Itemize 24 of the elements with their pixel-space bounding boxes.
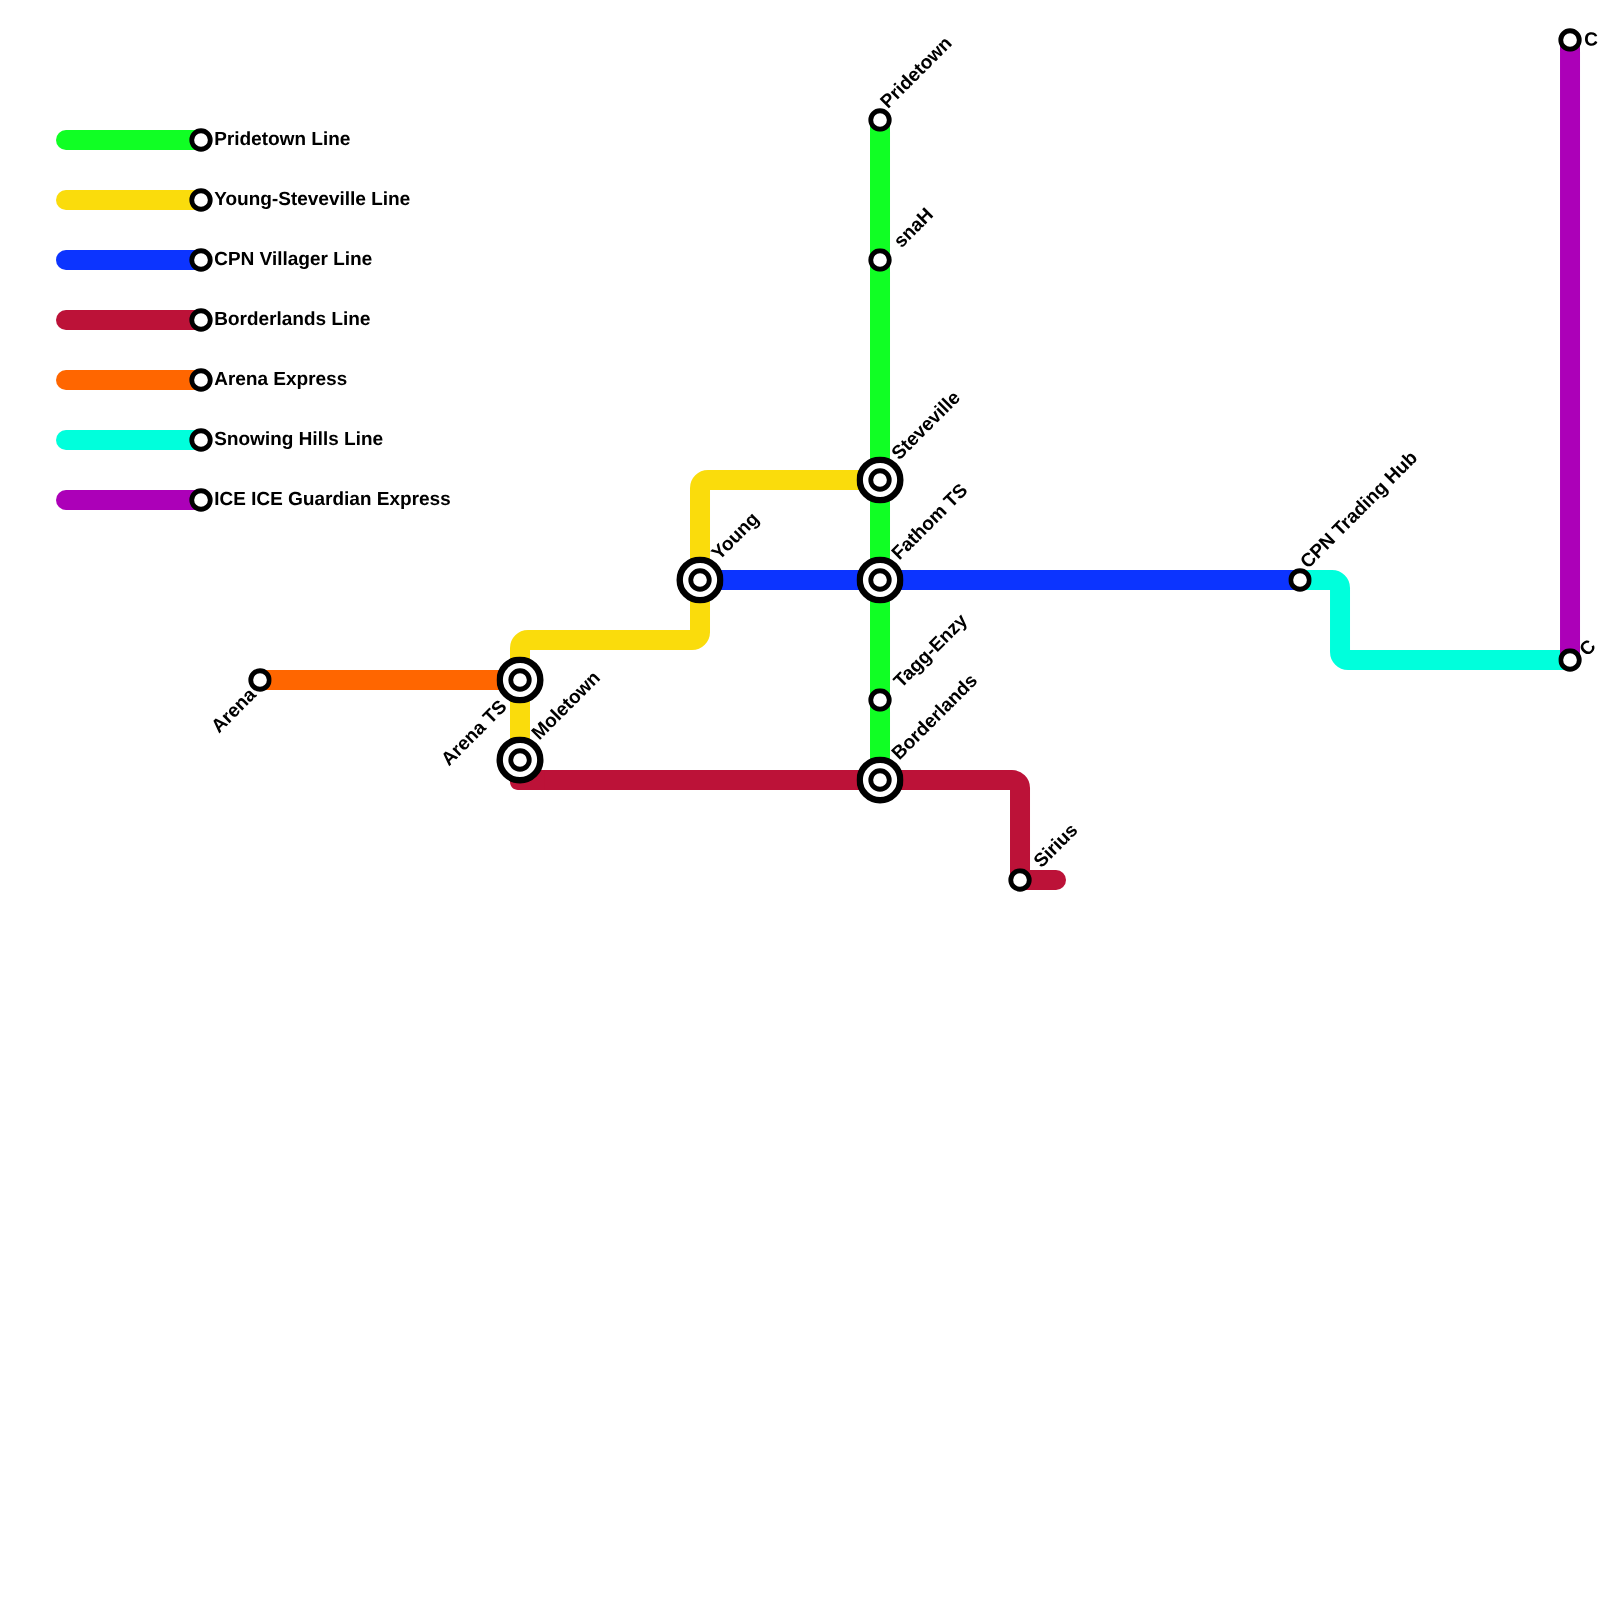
route-line bbox=[271, 670, 497, 690]
route-line bbox=[690, 470, 857, 557]
legend-label: Young-Steveville Line bbox=[214, 191, 410, 209]
station-name: C bbox=[1585, 32, 1598, 46]
legend-label: CPN Villager Line bbox=[215, 251, 372, 269]
legend-label: Borderlands Line bbox=[215, 311, 370, 326]
route-line bbox=[1311, 570, 1559, 670]
route-line bbox=[870, 271, 890, 457]
legend-label: Arena Express bbox=[214, 371, 347, 389]
route-line bbox=[870, 503, 890, 557]
route-line bbox=[870, 603, 890, 689]
station-name: C bbox=[1580, 640, 1595, 655]
route-line bbox=[544, 770, 857, 790]
route-line bbox=[510, 703, 530, 737]
route-line bbox=[903, 770, 1030, 869]
legend-label: Pridetown Line bbox=[215, 131, 350, 146]
legend-label: ICE ICE Guardian Express bbox=[215, 491, 450, 509]
route-line bbox=[870, 711, 890, 757]
route-line bbox=[510, 603, 710, 658]
legend-label: Snowing Hills Line bbox=[214, 431, 383, 449]
route-line bbox=[870, 131, 890, 249]
route-line bbox=[1560, 51, 1580, 649]
route-line bbox=[723, 570, 857, 590]
route-line bbox=[903, 570, 1289, 590]
